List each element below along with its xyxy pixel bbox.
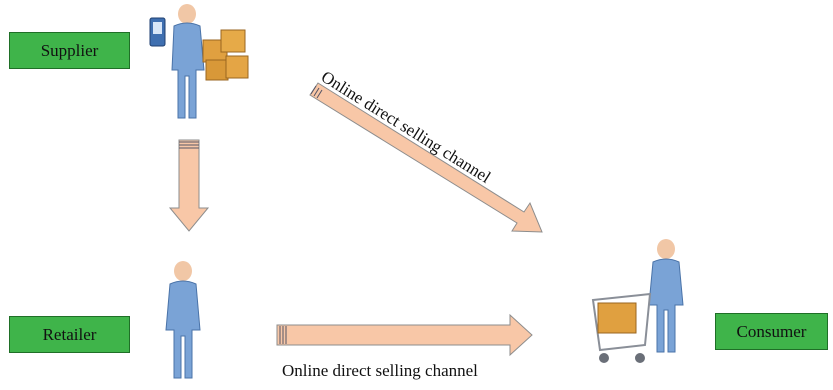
consumer-label: Consumer xyxy=(715,313,828,350)
supplier-to-consumer-arrow xyxy=(309,82,543,233)
retailer-to-consumer-arrow xyxy=(276,313,533,357)
supplier-label: Supplier xyxy=(9,32,130,69)
supplier-figure-icon xyxy=(149,4,249,119)
retailer-figure-icon xyxy=(165,261,201,379)
horizontal-channel-label: Online direct selling channel xyxy=(282,361,478,380)
supplier-to-retailer-arrow xyxy=(168,139,210,232)
retailer-label: Retailer xyxy=(9,316,130,353)
consumer-figure-icon xyxy=(591,239,684,363)
